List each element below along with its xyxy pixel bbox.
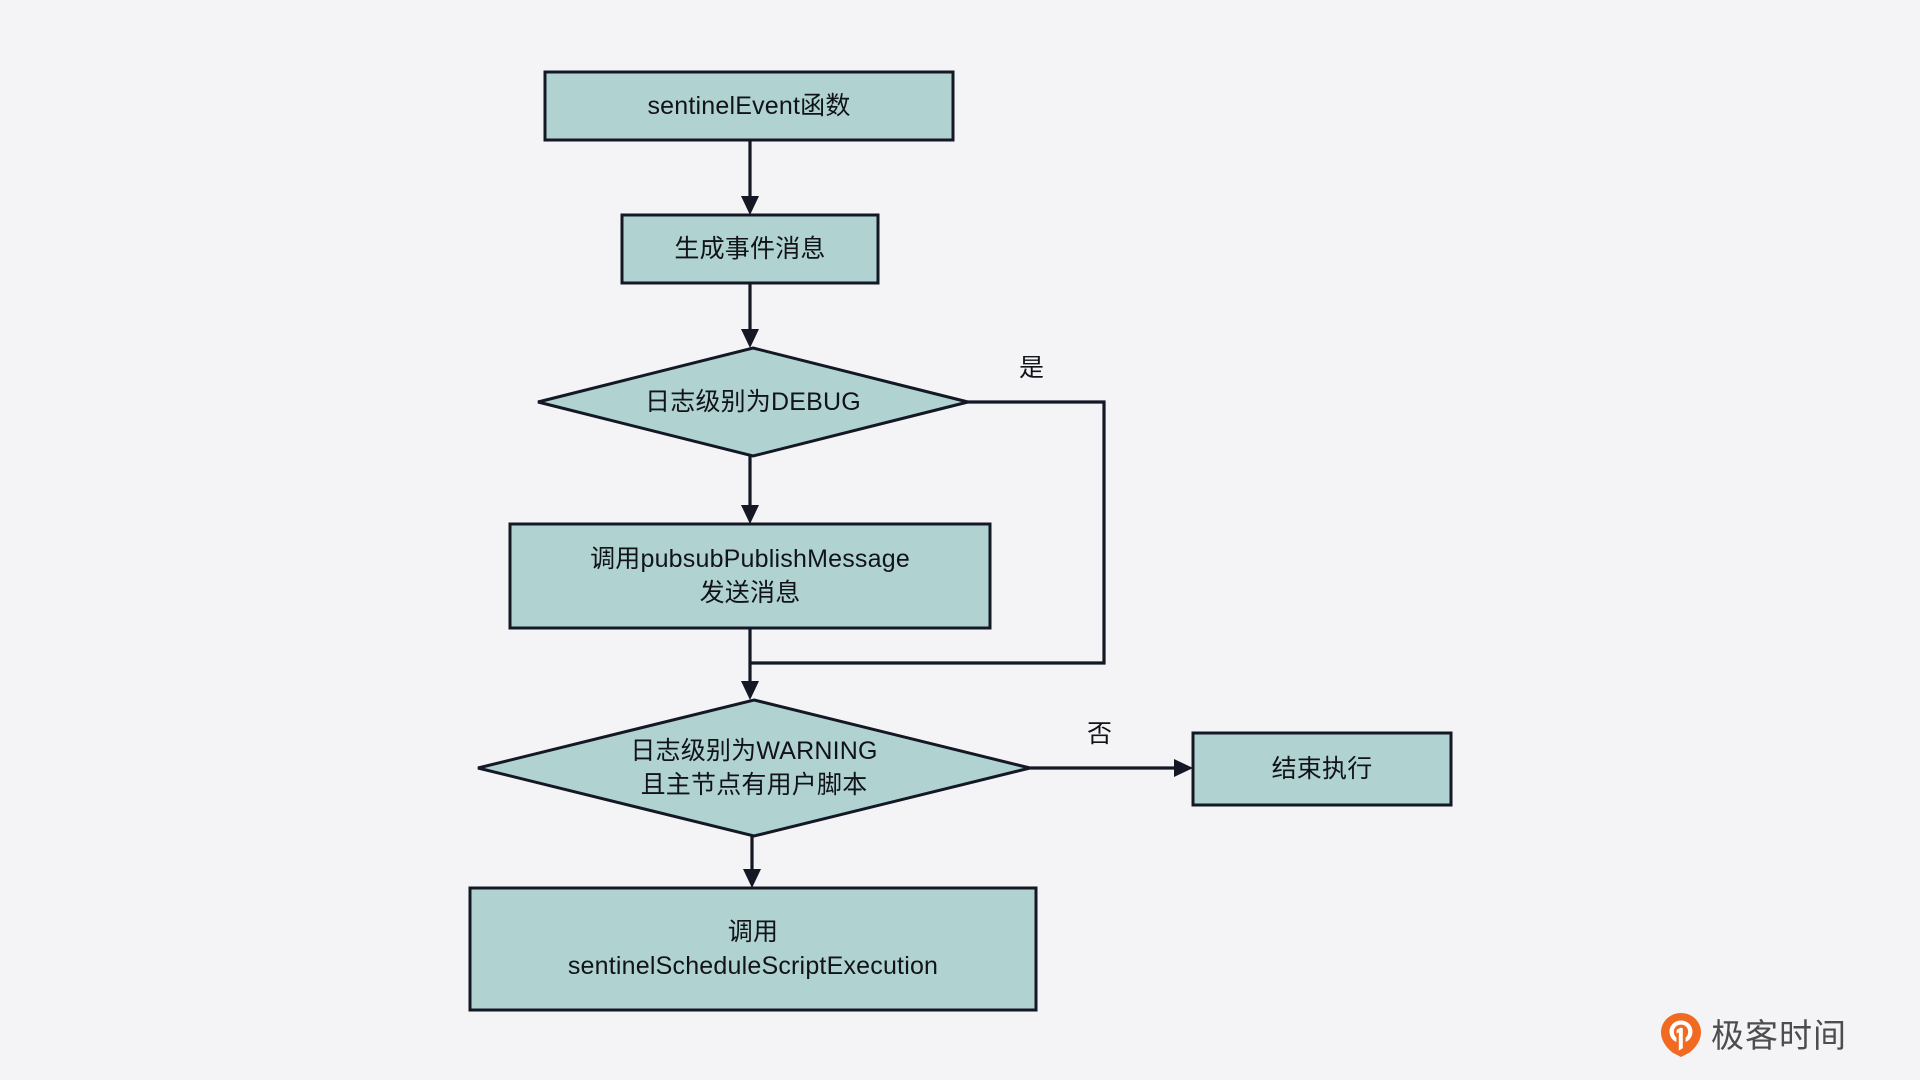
edge-label-yes: 是 [1019, 354, 1045, 382]
arrowhead-publish-to-warning [741, 681, 759, 700]
node-debug-decision-shape [537, 346, 969, 458]
arrowhead-warning-to-schedule [743, 869, 761, 888]
arrowhead-build-to-debug [741, 329, 759, 348]
watermark: 极客时间 [1660, 1012, 1847, 1058]
arrowhead-debug-to-publish [741, 505, 759, 524]
node-schedule-shape [468, 886, 1038, 1012]
arrowhead-start-to-build [741, 196, 759, 215]
node-end-shape [1191, 731, 1453, 807]
node-warning-decision-shape [477, 698, 1031, 838]
watermark-label: 极客时间 [1711, 1016, 1847, 1054]
edge-debug-yes-bypass [750, 400, 1106, 665]
node-start-shape [543, 70, 955, 142]
node-build-msg-shape [620, 213, 880, 285]
node-publish-shape [508, 522, 992, 630]
edge-label-no: 否 [1087, 720, 1113, 748]
geektime-logo-icon [1661, 1013, 1701, 1057]
arrowhead-warning-no-to-end [1174, 759, 1193, 777]
